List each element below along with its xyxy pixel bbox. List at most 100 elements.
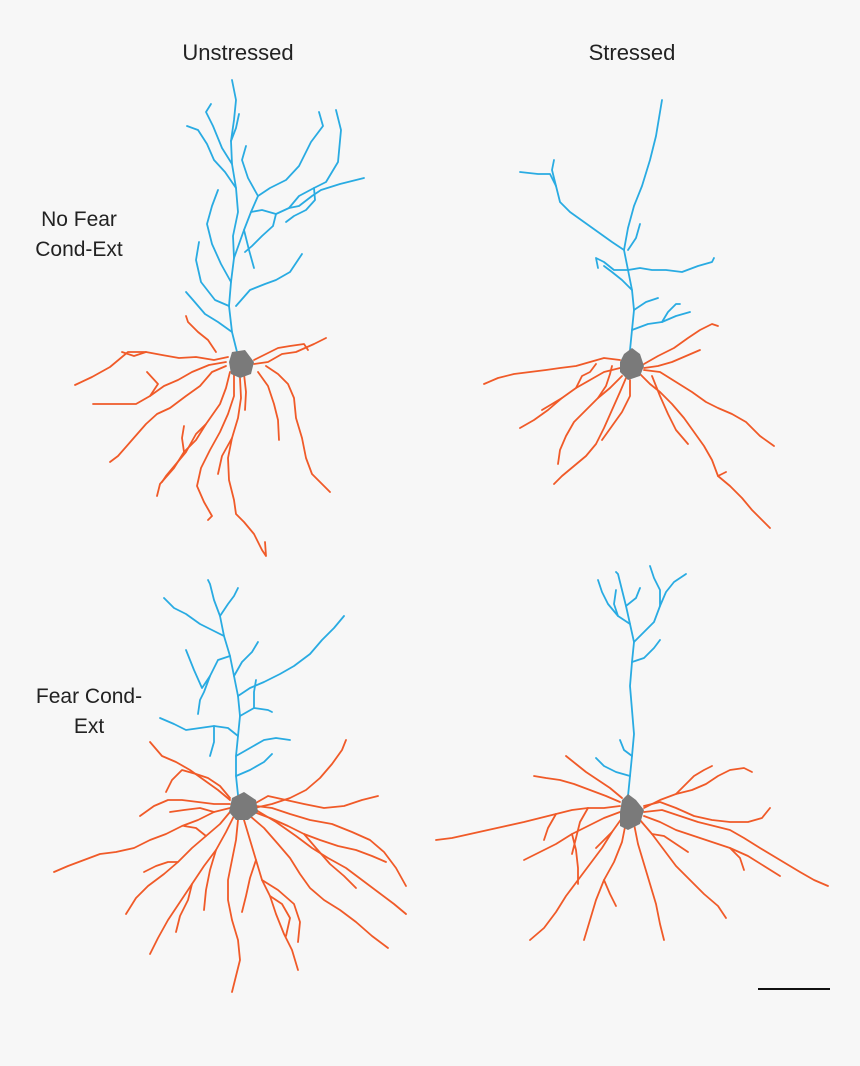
apical-branch <box>235 253 303 307</box>
basal-branch <box>601 379 631 441</box>
basal-dendrites <box>74 315 331 557</box>
basal-branch <box>53 807 231 873</box>
basal-branch <box>243 373 247 411</box>
apical-branch <box>619 739 633 757</box>
apical-branch <box>185 649 231 689</box>
basal-branch <box>303 833 357 889</box>
apical-branch <box>244 213 277 253</box>
basal-branch <box>185 315 217 353</box>
basal-branch <box>483 357 621 385</box>
basal-branch <box>253 811 387 863</box>
row-title-no-fear-line2: Cond-Ext <box>35 238 123 261</box>
basal-branch <box>257 371 280 441</box>
row-title-fear-cond-line2: Ext <box>73 715 105 738</box>
apical-branch <box>627 257 715 273</box>
neuron-stressed-fear <box>435 565 829 941</box>
apical-branch <box>197 675 211 715</box>
basal-branch <box>565 755 623 799</box>
basal-branch <box>146 371 159 397</box>
apical-branch <box>205 103 233 165</box>
apical-branch <box>551 159 557 187</box>
apical-branch <box>185 291 233 333</box>
basal-branch <box>161 423 207 483</box>
basal-branch <box>643 801 771 823</box>
basal-branch <box>261 879 301 943</box>
basal-branch <box>557 375 623 465</box>
basal-branch <box>243 819 299 971</box>
basal-branch <box>643 815 781 877</box>
basal-branch <box>109 365 227 463</box>
apical-branch <box>661 303 681 323</box>
apical-branch <box>623 99 663 351</box>
basal-branch <box>643 369 775 447</box>
neuron-unstressed-no-fear <box>74 79 365 557</box>
row-title-fear-cond-line1: Fear Cond- <box>35 685 143 708</box>
apical-branch <box>243 229 255 269</box>
apical-branch <box>615 571 635 797</box>
basal-branch <box>253 337 327 365</box>
basal-branch <box>269 895 291 937</box>
apical-branch <box>625 587 641 607</box>
basal-branch <box>175 883 193 933</box>
basal-branch <box>255 805 407 887</box>
basal-branch <box>139 799 231 817</box>
basal-branch <box>143 861 179 873</box>
apical-branch <box>285 187 316 223</box>
apical-branch <box>207 579 241 796</box>
apical-branch <box>633 297 659 311</box>
basal-branch <box>675 765 713 795</box>
basal-branch <box>203 849 217 911</box>
basal-branch <box>553 377 627 485</box>
apical-branch <box>633 565 661 643</box>
basal-branch <box>196 373 235 521</box>
basal-branch <box>435 805 621 841</box>
apical-branch <box>209 725 215 757</box>
basal-branch <box>92 361 227 405</box>
basal-branch <box>169 807 215 813</box>
soma <box>229 350 254 378</box>
apical-branch <box>206 189 232 283</box>
apical-branch <box>219 587 239 617</box>
apical-branch <box>659 573 687 607</box>
basal-branch <box>74 351 229 386</box>
basal-branch <box>597 365 613 399</box>
apical-dendrites <box>519 99 715 351</box>
row-title-no-fear-line1: No Fear <box>41 208 117 231</box>
soma <box>229 792 258 820</box>
row-title-no-fear: No Fear Cond-Ext <box>4 205 154 265</box>
apical-branch <box>613 589 619 617</box>
apical-dendrites <box>595 565 687 797</box>
apical-branch <box>595 257 629 271</box>
soma <box>620 794 644 830</box>
basal-branch <box>571 807 589 855</box>
apical-branch <box>195 241 230 307</box>
apical-branch <box>237 615 345 697</box>
apical-dendrites <box>185 79 365 353</box>
apical-branch <box>597 579 631 625</box>
basal-branch <box>643 349 701 369</box>
basal-branch <box>571 833 579 885</box>
basal-branch <box>249 815 389 949</box>
apical-branch <box>163 597 225 637</box>
apical-branch <box>603 265 633 291</box>
apical-branch <box>631 639 661 663</box>
neuron-unstressed-fear <box>53 579 407 993</box>
basal-branch <box>181 425 185 453</box>
apical-branch <box>235 737 291 757</box>
basal-branch <box>639 373 727 477</box>
apical-branch <box>235 753 273 777</box>
basal-branch <box>227 377 267 557</box>
basal-branch <box>165 769 231 799</box>
basal-branch <box>575 363 597 389</box>
basal-branch <box>149 741 231 801</box>
apical-dendrites <box>159 579 345 796</box>
basal-branch <box>183 825 207 837</box>
basal-branch <box>643 323 719 365</box>
apical-branch <box>595 757 631 777</box>
basal-branch <box>651 375 689 445</box>
basal-branch <box>217 437 233 475</box>
basal-branch <box>633 823 665 941</box>
apical-branch <box>186 125 237 189</box>
apical-branch <box>631 311 691 331</box>
